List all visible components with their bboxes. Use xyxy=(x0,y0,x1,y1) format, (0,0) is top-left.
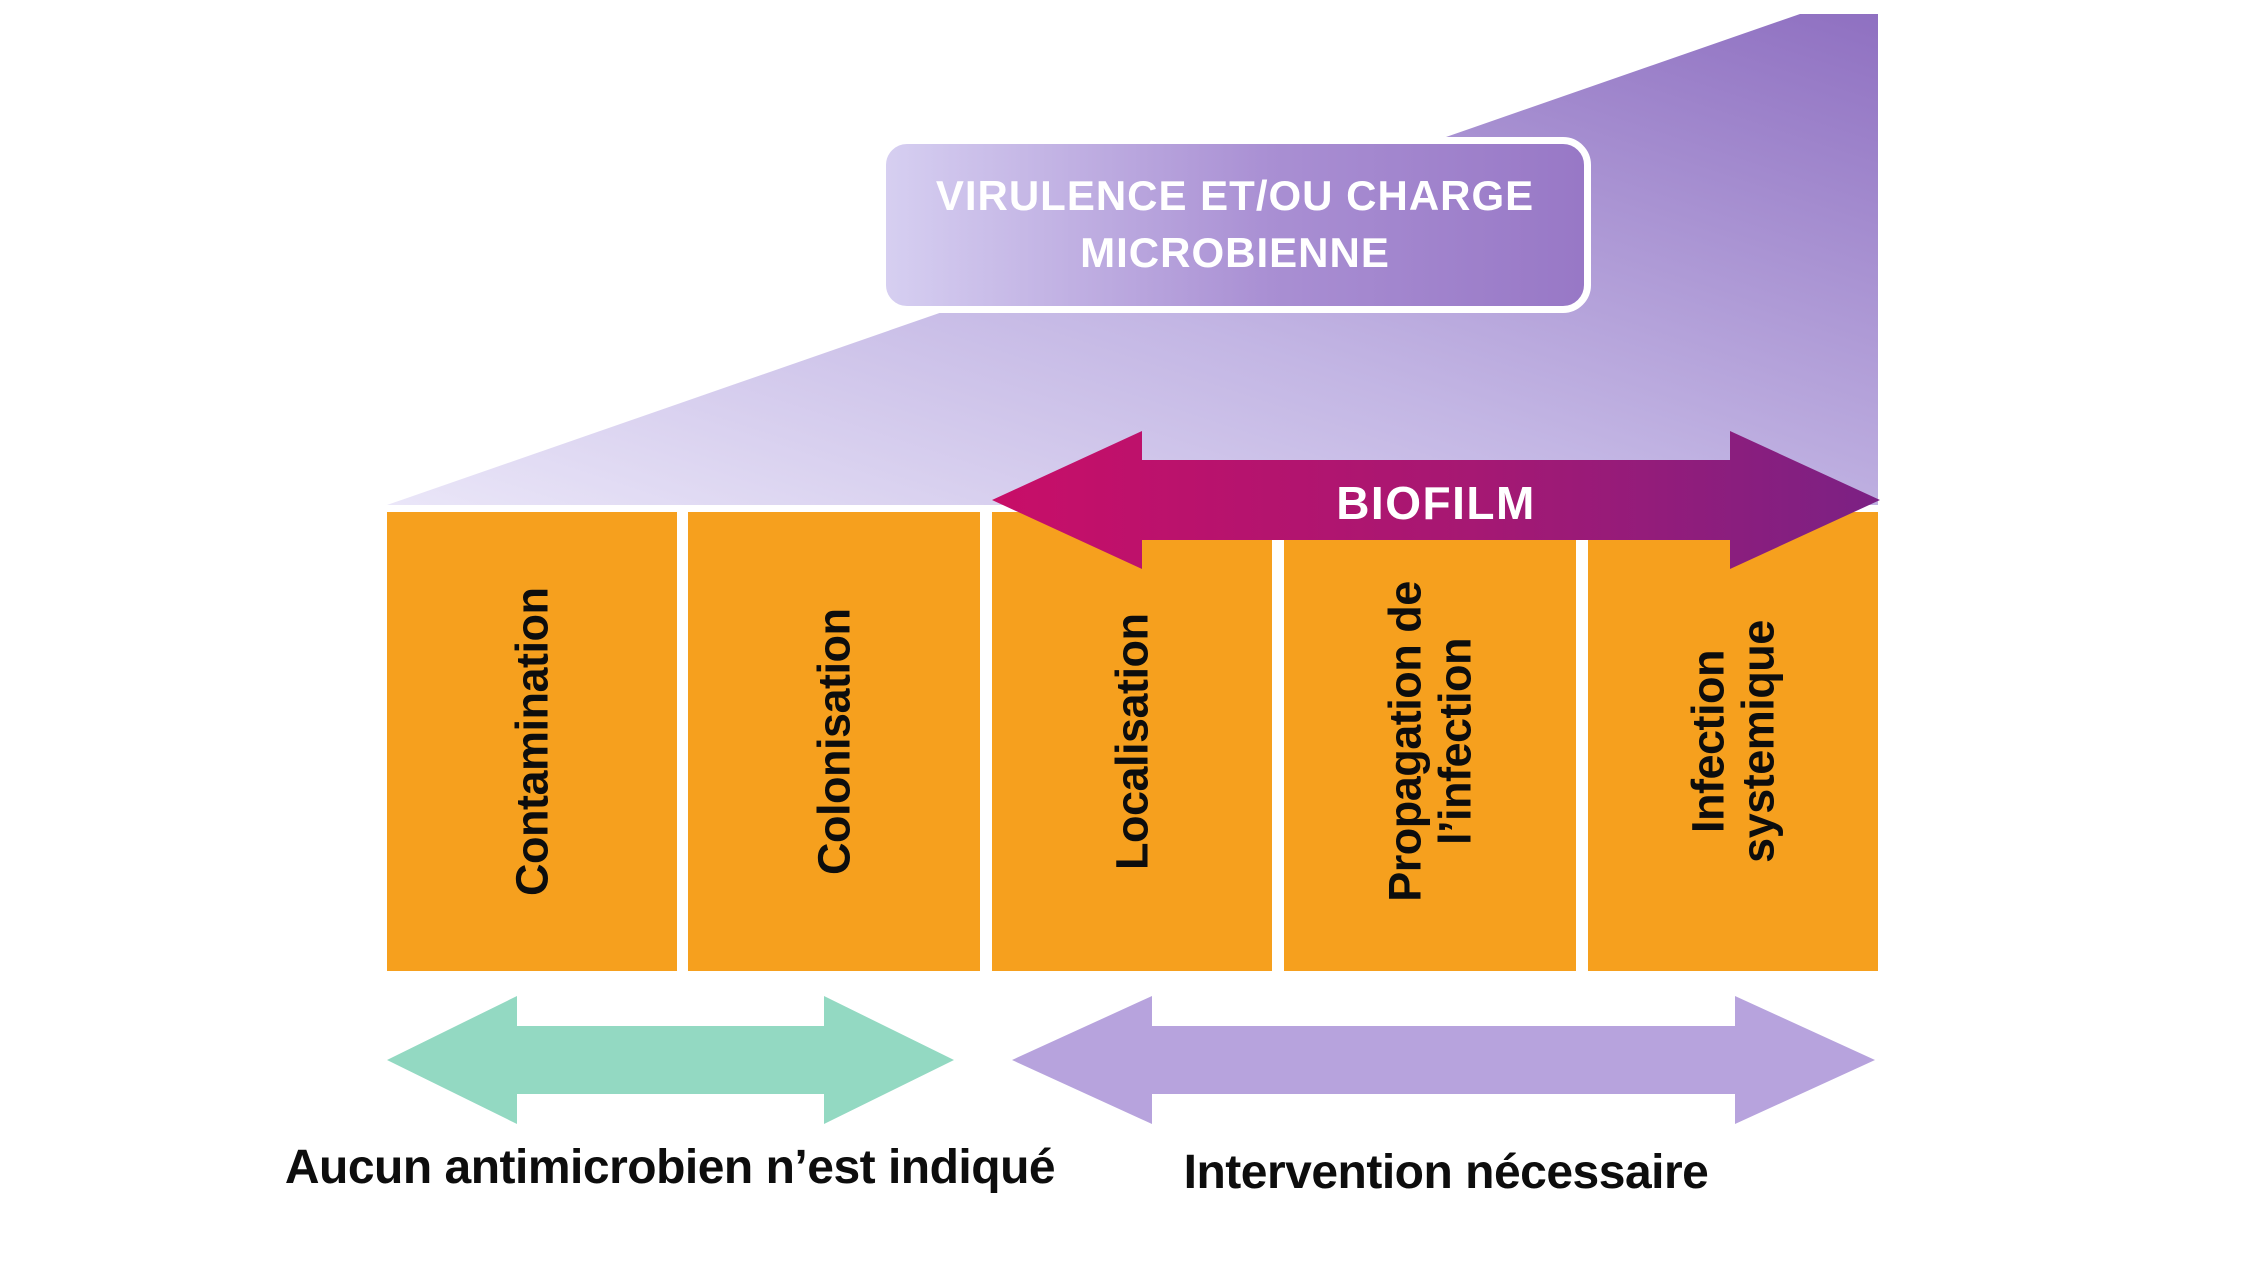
virulence-title-label: VIRULENCE ET/OU CHARGE MICROBIENNE xyxy=(935,172,1535,276)
intervention-label: Intervention nécessaire xyxy=(1183,1146,1709,1199)
intervention-arrow xyxy=(1012,996,1875,1124)
biofilm-label: BIOFILM xyxy=(1336,477,1536,529)
stage-label-localisation: Localisation xyxy=(1106,613,1158,870)
stage-box-colonisation: Colonisation xyxy=(688,512,980,971)
stage-label-contamination: Contamination xyxy=(506,587,558,896)
stage-box-contamination: Contamination xyxy=(387,512,677,971)
stage-label-infection-systemique: Infection systemique xyxy=(1682,620,1784,863)
stage-box-localisation: Localisation xyxy=(992,512,1272,971)
virulence-title-box: VIRULENCE ET/OU CHARGE MICROBIENNE xyxy=(879,137,1591,313)
stage-label-colonisation: Colonisation xyxy=(808,608,860,875)
stage-box-propagation: Propagation de l’infection xyxy=(1284,512,1576,971)
stage-box-infection-systemique: Infection systemique xyxy=(1588,512,1878,971)
stage-label-propagation: Propagation de l’infection xyxy=(1379,581,1481,902)
no-antimicrobial-label: Aucun antimicrobien n’est indiqué xyxy=(284,1141,1056,1194)
no-antimicrobial-arrow xyxy=(387,996,954,1124)
